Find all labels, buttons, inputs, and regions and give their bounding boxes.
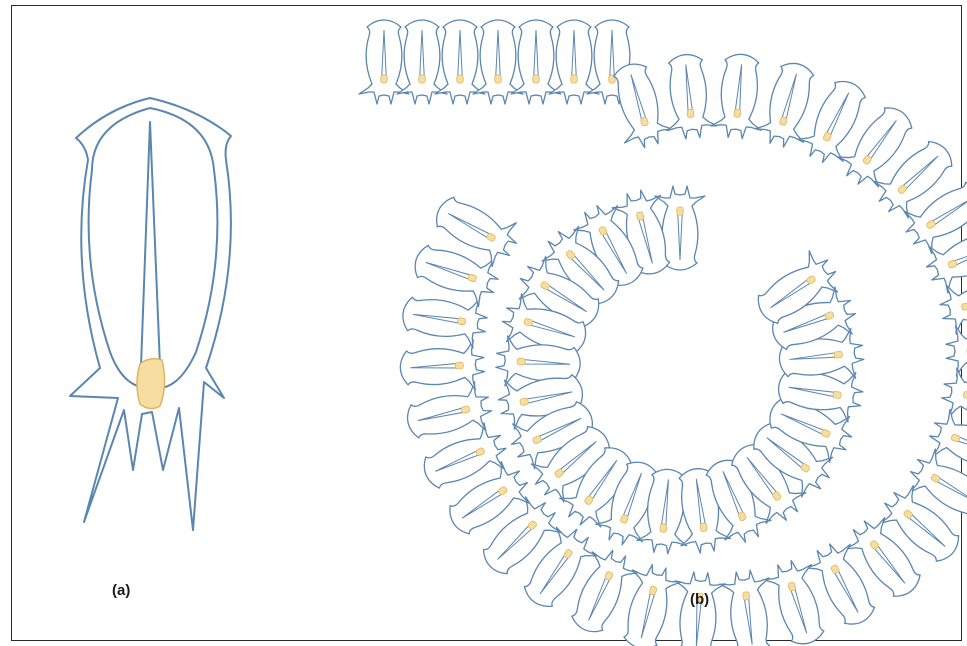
panel-a-label: (a) [112, 582, 130, 599]
chain-cell [936, 270, 967, 336]
panel-a-single-cell [70, 98, 231, 530]
panel-b-spiral-chain [359, 20, 967, 646]
panel-b-label: (b) [690, 591, 709, 608]
nucleus [137, 359, 165, 409]
